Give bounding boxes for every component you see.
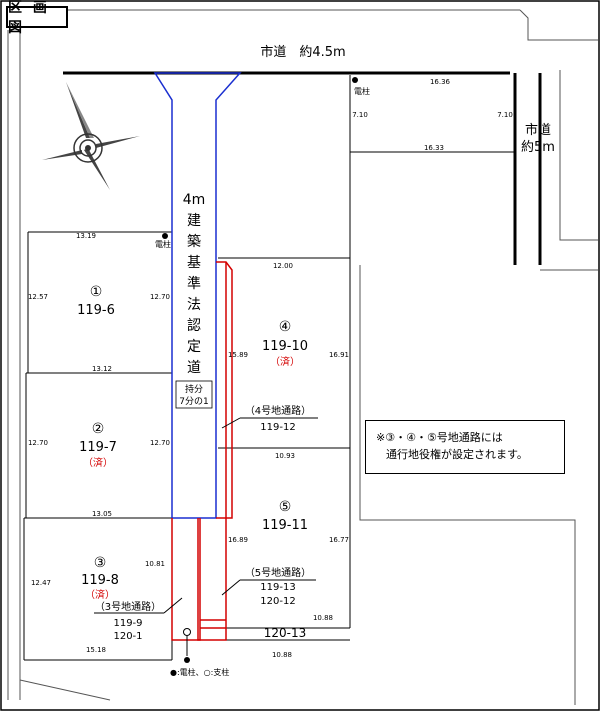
road-char: 定: [187, 339, 201, 355]
utility-pole-icon: [184, 657, 190, 663]
dim-label: 10.93: [275, 452, 295, 460]
access-road-5-code: 120-12: [260, 596, 295, 607]
lot-status: （済）: [85, 588, 115, 601]
dim-label: 13.12: [92, 365, 112, 373]
legend: ●:電柱、○:支柱: [170, 667, 229, 677]
dim-label: 15.89: [228, 351, 248, 359]
access-road-4-code: 119-12: [260, 422, 295, 433]
road-char: 認: [187, 318, 201, 334]
access-road-5-code: 119-13: [260, 582, 295, 593]
dim-label: 12.70: [150, 439, 170, 447]
access-road-outlines: [171, 261, 233, 641]
note-line-1: ※③・④・⑤号地通路には: [376, 431, 503, 444]
dim-label: 12.70: [28, 439, 48, 447]
access-road-3-label: （3号地通路）: [95, 600, 161, 613]
road-char: 築: [187, 234, 201, 250]
road-boundaries: [63, 71, 542, 265]
utility-pole-label: 電柱: [155, 239, 171, 249]
dim-label: 15.18: [86, 646, 106, 654]
title-box: 区 画 図: [6, 0, 68, 36]
lot-code: 119-11: [262, 518, 308, 533]
dim-label: 16.91: [329, 351, 349, 359]
title: 区 画 図: [8, 0, 50, 36]
lot-code: 119-6: [77, 303, 115, 318]
access-road-bottom-code: 120-13: [264, 626, 307, 640]
dim-label: 7.10: [497, 111, 513, 119]
dim-label: 10.88: [272, 651, 292, 659]
road-char: 道: [187, 360, 201, 376]
road-char: 準: [187, 276, 201, 292]
lot-status: （済）: [83, 456, 113, 469]
lot-code: 119-7: [79, 440, 117, 455]
dim-label: 16.36: [430, 78, 451, 86]
utility-pole-label: 電柱: [354, 86, 370, 96]
dim-label: 12.47: [31, 579, 51, 587]
dim-label: 10.88: [313, 614, 333, 622]
utility-pole-icon: [352, 77, 358, 83]
dim-label: 13.05: [92, 510, 112, 518]
access-road-3-code: 119-9: [113, 618, 142, 629]
lot-number: ①: [90, 284, 103, 300]
lot-number: ④: [279, 319, 292, 335]
lot-number: ⑤: [279, 499, 292, 515]
access-road-3-code: 120-1: [113, 631, 142, 642]
lot-number: ②: [92, 421, 105, 437]
road-char: 基: [187, 254, 201, 271]
top-road-label: 市道 約4.5m: [260, 44, 345, 60]
dim-label: 16.33: [424, 144, 444, 152]
note-line-2: 通行地役権が設定されます。: [386, 448, 528, 461]
north-arrow-icon: [42, 82, 140, 190]
lot-code: 119-10: [262, 339, 308, 354]
dim-label: 12.70: [150, 293, 170, 301]
road-char: 法: [187, 297, 201, 313]
dim-label: 16.89: [228, 536, 248, 544]
right-road-label-1: 市道: [525, 122, 551, 138]
utility-pole-icon: [162, 233, 168, 239]
right-road-label-2: 約5m: [521, 140, 555, 155]
lot-number: ③: [94, 555, 107, 571]
dim-label: 13.19: [76, 232, 96, 240]
lot-status: （済）: [270, 355, 300, 368]
dim-label: 10.81: [145, 560, 165, 568]
dim-label: 7.10: [352, 111, 368, 119]
support-pole-icon: [183, 628, 191, 636]
lot-code: 119-8: [81, 573, 119, 588]
dim-label: 16.77: [329, 536, 349, 544]
top-parcel: [349, 75, 515, 258]
road-char: 建: [187, 213, 201, 229]
easement-note: ※③・④・⑤号地通路には 通行地役権が設定されます。: [365, 420, 565, 474]
dim-label: 12.00: [273, 262, 293, 270]
share-bracket: [175, 380, 213, 409]
dim-label: 12.57: [28, 293, 48, 301]
road-width-label: 4m: [183, 192, 206, 208]
access-road-5-label: （5号地通路）: [245, 566, 311, 579]
road-edge-lines: [7, 9, 598, 705]
leader-lines: [94, 417, 318, 614]
access-road-4-label: （4号地通路）: [245, 404, 311, 417]
